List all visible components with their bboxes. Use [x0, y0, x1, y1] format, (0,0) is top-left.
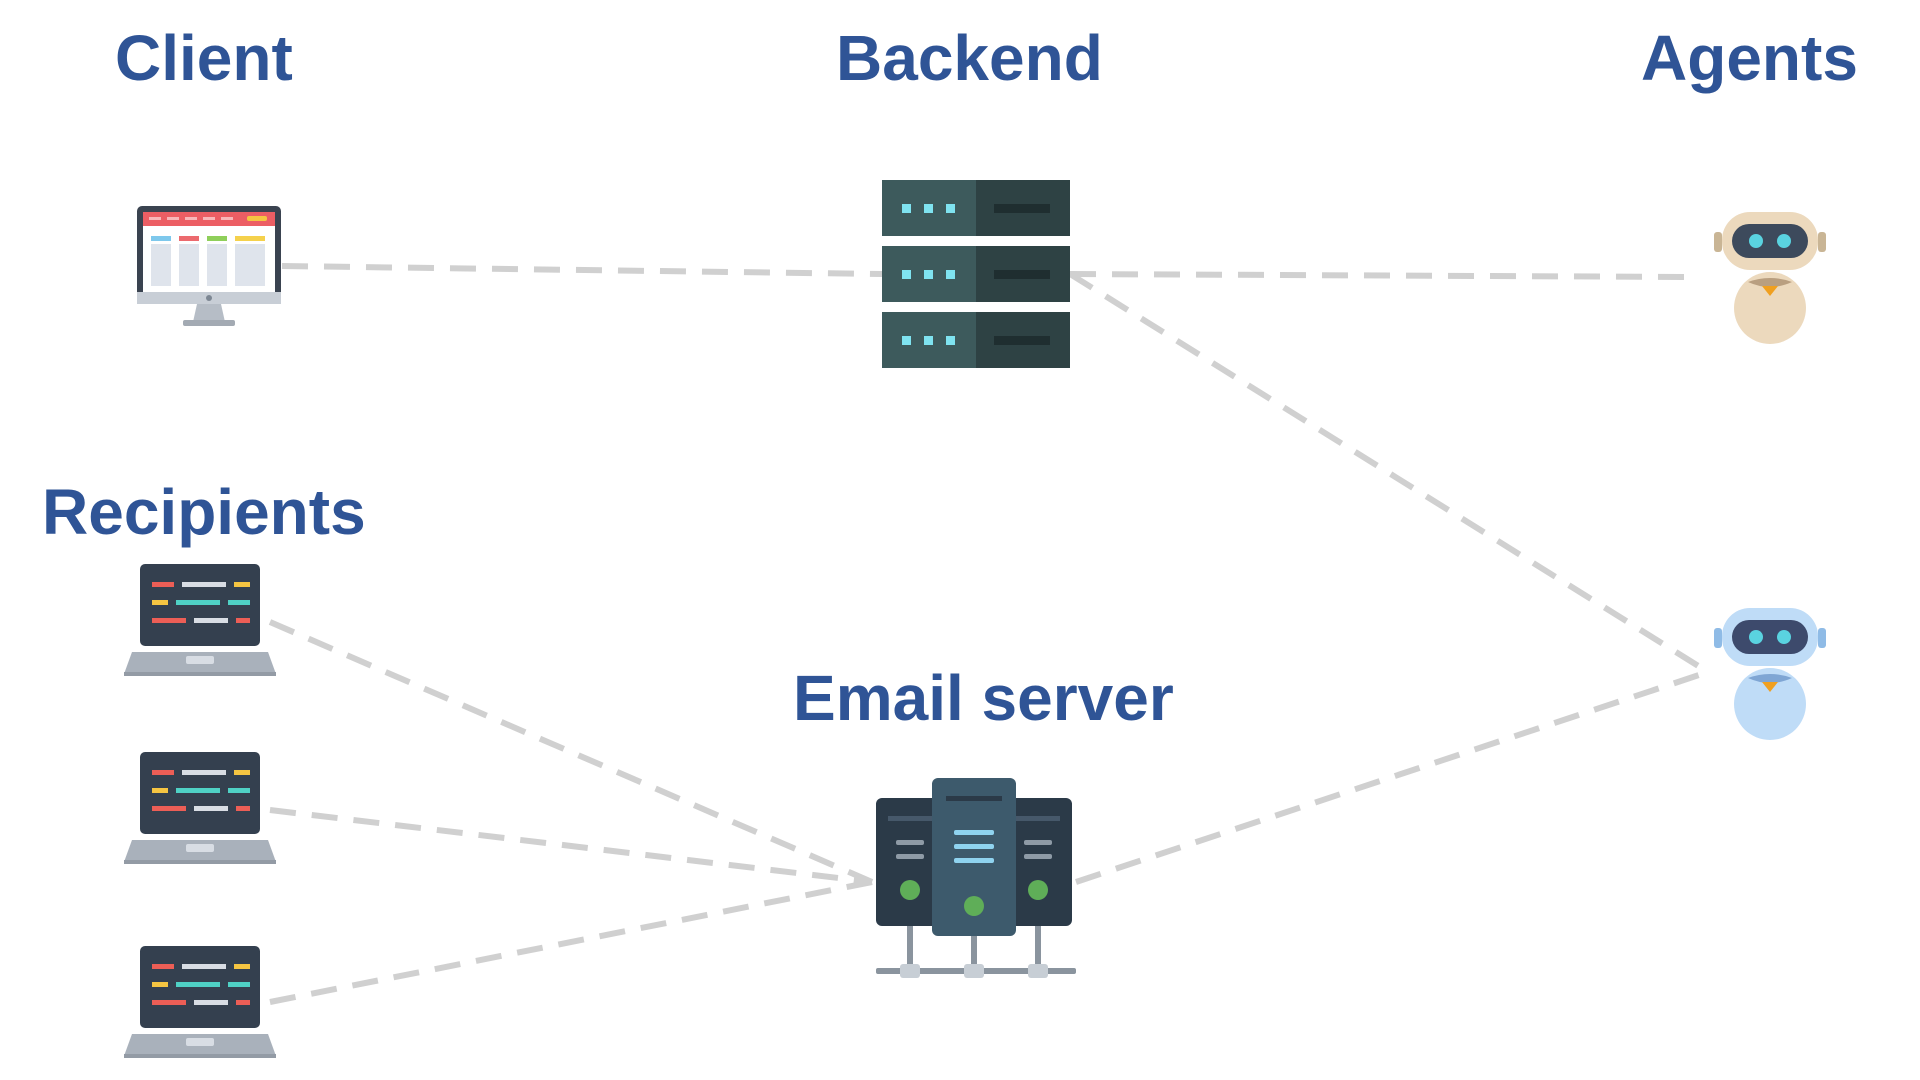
edge-recipient-3-email-server: [269, 879, 873, 1005]
agent-robot-blue-icon: [1714, 608, 1826, 740]
recipient-laptop-1-icon: [124, 564, 276, 676]
edge-recipient-1-email-server: [268, 619, 874, 885]
edge-email-server-agent-2: [1075, 669, 1709, 885]
backend-label: Backend: [836, 22, 1103, 94]
client-monitor-icon: [137, 206, 281, 326]
recipient-laptop-2-icon: [124, 752, 276, 864]
email-server-icon: [876, 778, 1076, 978]
client-label: Client: [115, 22, 293, 94]
email-server-label: Email server: [793, 662, 1174, 734]
agent-robot-beige-icon: [1714, 212, 1826, 344]
recipients-label: Recipients: [42, 476, 366, 548]
connector-layer: [268, 263, 1710, 1005]
backend-server-rack-icon: [882, 180, 1070, 368]
recipient-laptop-3-icon: [124, 946, 276, 1058]
edge-backend-agent-2: [1068, 271, 1710, 675]
edge-client-backend: [281, 263, 883, 277]
agents-label: Agents: [1641, 22, 1858, 94]
edge-recipient-2-email-server: [269, 807, 873, 885]
edge-backend-agent-1: [1069, 271, 1693, 280]
